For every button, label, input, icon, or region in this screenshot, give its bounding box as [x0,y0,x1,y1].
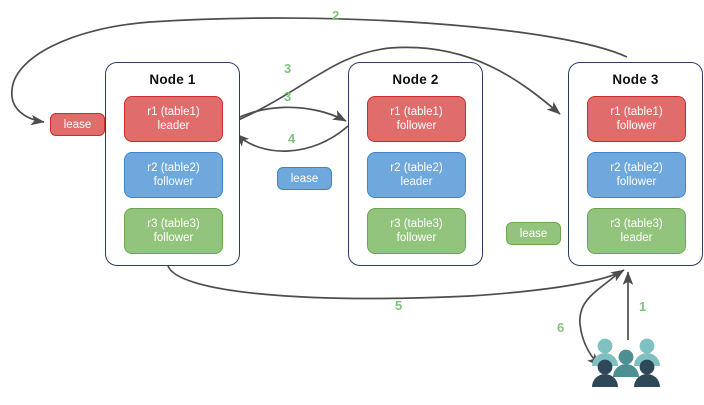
replica-role: follower [616,176,657,188]
replica-role: follower [396,232,437,244]
arrow-step-2 [11,17,628,126]
replica-name: r2 (table2) [610,162,663,174]
replica-role: follower [396,120,437,132]
node-title-1: Node 1 [149,72,196,87]
replica-role: follower [153,176,194,188]
replica-node2-r2[interactable]: r2 (table2) leader [367,152,466,198]
replica-name: r2 (table2) [147,162,200,174]
replica-name: r2 (table2) [390,162,443,174]
arrow-step-3-to-node3 [223,46,561,127]
step-label-3b: 3 [284,89,292,104]
replica-node1-r1[interactable]: r1 (table1) leader [124,96,223,142]
arrow-step-6 [579,271,621,367]
replica-name: r1 (table1) [390,106,443,118]
node-title-3: Node 3 [612,72,659,87]
replica-name: r3 (table3) [147,218,200,230]
arrow-step-5 [167,265,625,300]
step-label-5: 5 [395,298,403,313]
step-label-4: 4 [288,131,296,146]
replica-name: r1 (table1) [610,106,663,118]
node-box-3[interactable]: Node 3 r1 (table1) follower r2 (table2) … [568,62,703,266]
replica-node2-r3[interactable]: r3 (table3) follower [367,208,466,254]
replica-node1-r3[interactable]: r3 (table3) follower [124,208,223,254]
step-label-1: 1 [639,299,647,314]
people-group-icon [592,338,660,387]
node-box-2[interactable]: Node 2 r1 (table1) follower r2 (table2) … [348,62,483,266]
lease-badge-r1[interactable]: lease [50,113,105,136]
replica-node2-r1[interactable]: r1 (table1) follower [367,96,466,142]
replica-role: follower [616,120,657,132]
arrow-step-4 [235,125,349,152]
replica-name: r3 (table3) [390,218,443,230]
node-title-2: Node 2 [392,72,439,87]
lease-badge-r3[interactable]: lease [506,222,561,245]
step-label-2: 2 [332,8,340,23]
node-box-1[interactable]: Node 1 r1 (table1) leader r2 (table2) fo… [105,62,240,266]
lease-badge-r2[interactable]: lease [277,167,332,190]
replica-name: r3 (table3) [610,218,663,230]
replica-node3-r2[interactable]: r2 (table2) follower [587,152,686,198]
replica-role: leader [620,232,653,244]
arrow-step-3-to-node2 [223,106,347,127]
replica-node1-r2[interactable]: r2 (table2) follower [124,152,223,198]
replica-node3-r1[interactable]: r1 (table1) follower [587,96,686,142]
replica-role: leader [400,176,433,188]
step-label-6: 6 [557,320,565,335]
replica-role: leader [157,120,190,132]
replica-node3-r3[interactable]: r3 (table3) leader [587,208,686,254]
replica-name: r1 (table1) [147,106,200,118]
replica-role: follower [153,232,194,244]
step-label-3a: 3 [284,61,292,76]
